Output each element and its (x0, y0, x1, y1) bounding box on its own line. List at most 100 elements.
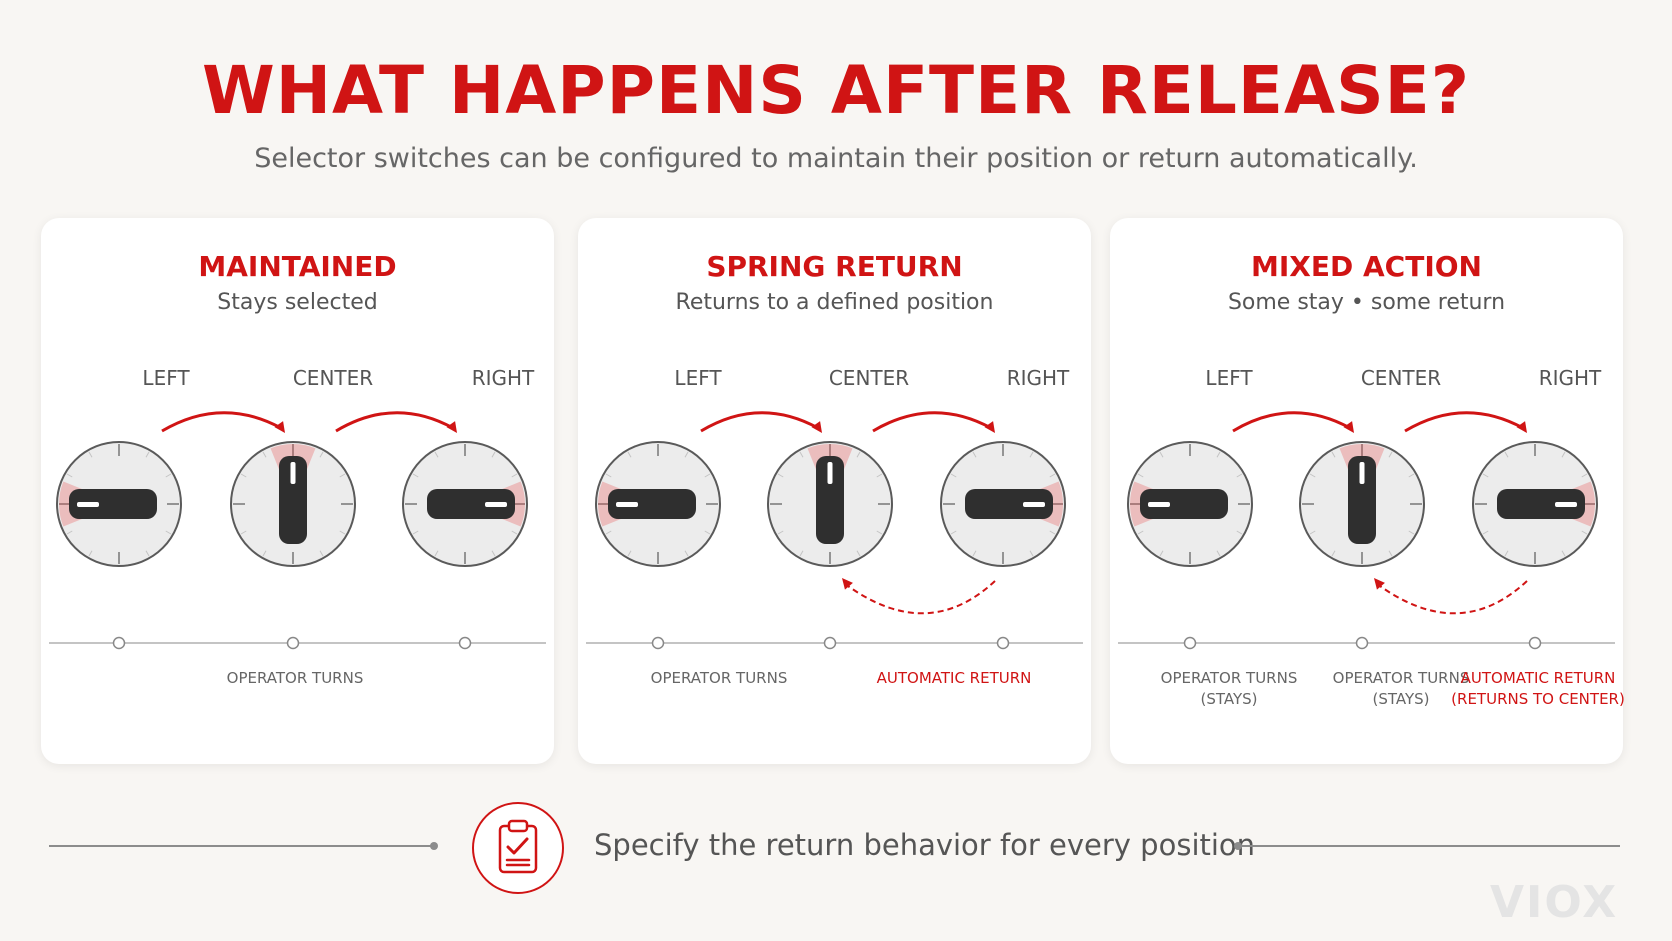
dial-tick (1331, 451, 1336, 458)
caption-left: OPERATOR TURNS(STAYS) (1160, 669, 1298, 708)
knob-indicator (616, 502, 638, 507)
caption-automatic-return: AUTOMATIC RETURN (876, 669, 1032, 687)
dial-tick (704, 473, 711, 478)
caption-operator-turns: OPERATOR TURNS (650, 669, 788, 687)
dial-tick (1137, 473, 1144, 478)
dial-tick (605, 530, 612, 535)
dial-tick (1236, 473, 1243, 478)
dial-tick (1137, 530, 1144, 535)
knob-indicator (1148, 502, 1170, 507)
timeline-marker (823, 636, 837, 650)
return-arrowhead (1374, 578, 1385, 590)
switch-diagram (49, 411, 546, 650)
card-mixed-action: MIXED ACTION Some stay • some return LEF… (1110, 218, 1625, 764)
knob-handle (608, 489, 696, 519)
dial-tick (1029, 451, 1034, 458)
dial-tick (972, 451, 977, 458)
timeline-marker (458, 636, 472, 650)
turn-arrow (335, 411, 454, 433)
dial-tick (511, 530, 518, 535)
switch-diagram (586, 411, 1083, 650)
return-arrow (847, 580, 996, 615)
dial-tick (1388, 550, 1393, 557)
footer-text: Specify the return behavior for every po… (594, 828, 1256, 862)
position-label-right: RIGHT (1006, 366, 1070, 390)
dial-tick (434, 550, 439, 557)
dial-tick (319, 451, 324, 458)
timeline-marker (112, 636, 126, 650)
watermark-logo: VIOX (1490, 877, 1619, 928)
dial-tick (145, 451, 150, 458)
dial-tick (240, 473, 247, 478)
dial-tick (876, 473, 883, 478)
turn-arrow (1404, 411, 1524, 433)
knob-handle (965, 489, 1053, 519)
dial-tick (1049, 473, 1056, 478)
dial-tick (240, 530, 247, 535)
card-spring-return: SPRING RETURN Returns to a defined posit… (578, 218, 1091, 764)
dial-tick (1482, 530, 1489, 535)
selector-switch-right (940, 441, 1066, 567)
footer-dot-left (430, 842, 438, 850)
card-subtitle: Some stay • some return (1227, 290, 1506, 315)
dial-tick (1482, 473, 1489, 478)
dial-tick (262, 550, 267, 557)
dial-tick (88, 550, 93, 557)
card-title: MAINTAINED (198, 250, 397, 283)
selector-switch-right (402, 441, 528, 567)
knob-indicator (827, 462, 833, 484)
page-title: WHAT HAPPENS AFTER RELEASE? (202, 52, 1470, 129)
dial-tick (66, 530, 73, 535)
dial-tick (799, 451, 804, 458)
dial-tick (1309, 473, 1316, 478)
knob-indicator (1359, 462, 1365, 484)
knob-handle (69, 489, 157, 519)
turn-arrow (1232, 411, 1351, 433)
dial-tick (1408, 473, 1415, 478)
knob-indicator (290, 462, 296, 484)
dial-tick (950, 473, 957, 478)
dial-tick (1216, 550, 1221, 557)
card-subtitle: Returns to a defined position (675, 290, 994, 315)
knob-handle (1348, 456, 1376, 544)
card-title: MIXED ACTION (1251, 250, 1482, 283)
dial-tick (1049, 530, 1056, 535)
timeline-marker (1355, 636, 1369, 650)
dial-tick (605, 473, 612, 478)
dial-tick (1159, 550, 1164, 557)
dial-tick (1561, 451, 1566, 458)
knob-indicator (1023, 502, 1045, 507)
dial-tick (1581, 530, 1588, 535)
dial-tick (491, 550, 496, 557)
dial-tick (412, 473, 419, 478)
turn-arrowhead (1516, 421, 1527, 433)
dial-tick (145, 550, 150, 557)
knob-indicator (485, 502, 507, 507)
selector-switch-left (1127, 441, 1253, 567)
caption-operator-turns: OPERATOR TURNS (226, 669, 364, 687)
dial-tick (165, 530, 172, 535)
dial-tick (339, 530, 346, 535)
position-label-center: CENTER (1360, 366, 1442, 390)
dial-tick (1216, 451, 1221, 458)
position-label-left: LEFT (1205, 366, 1253, 390)
dial-tick (262, 451, 267, 458)
knob-indicator (1555, 502, 1577, 507)
return-arrowhead (842, 578, 853, 590)
dial-tick (876, 530, 883, 535)
dial-tick (1581, 473, 1588, 478)
timeline-marker (651, 636, 665, 650)
clipboard-check-icon (472, 802, 564, 894)
position-label-right: RIGHT (1538, 366, 1602, 390)
caption-center: OPERATOR TURNS(STAYS) (1332, 669, 1470, 708)
dial-tick (684, 451, 689, 458)
turn-arrow (872, 411, 992, 433)
selector-switch-right (1472, 441, 1598, 567)
selector-switch-center (1299, 441, 1425, 567)
turn-arrowhead (274, 421, 285, 433)
turn-arrowhead (984, 421, 995, 433)
dial-tick (319, 550, 324, 557)
selector-switch-left (56, 441, 182, 567)
switch-diagram (1118, 411, 1615, 650)
dial-tick (856, 550, 861, 557)
